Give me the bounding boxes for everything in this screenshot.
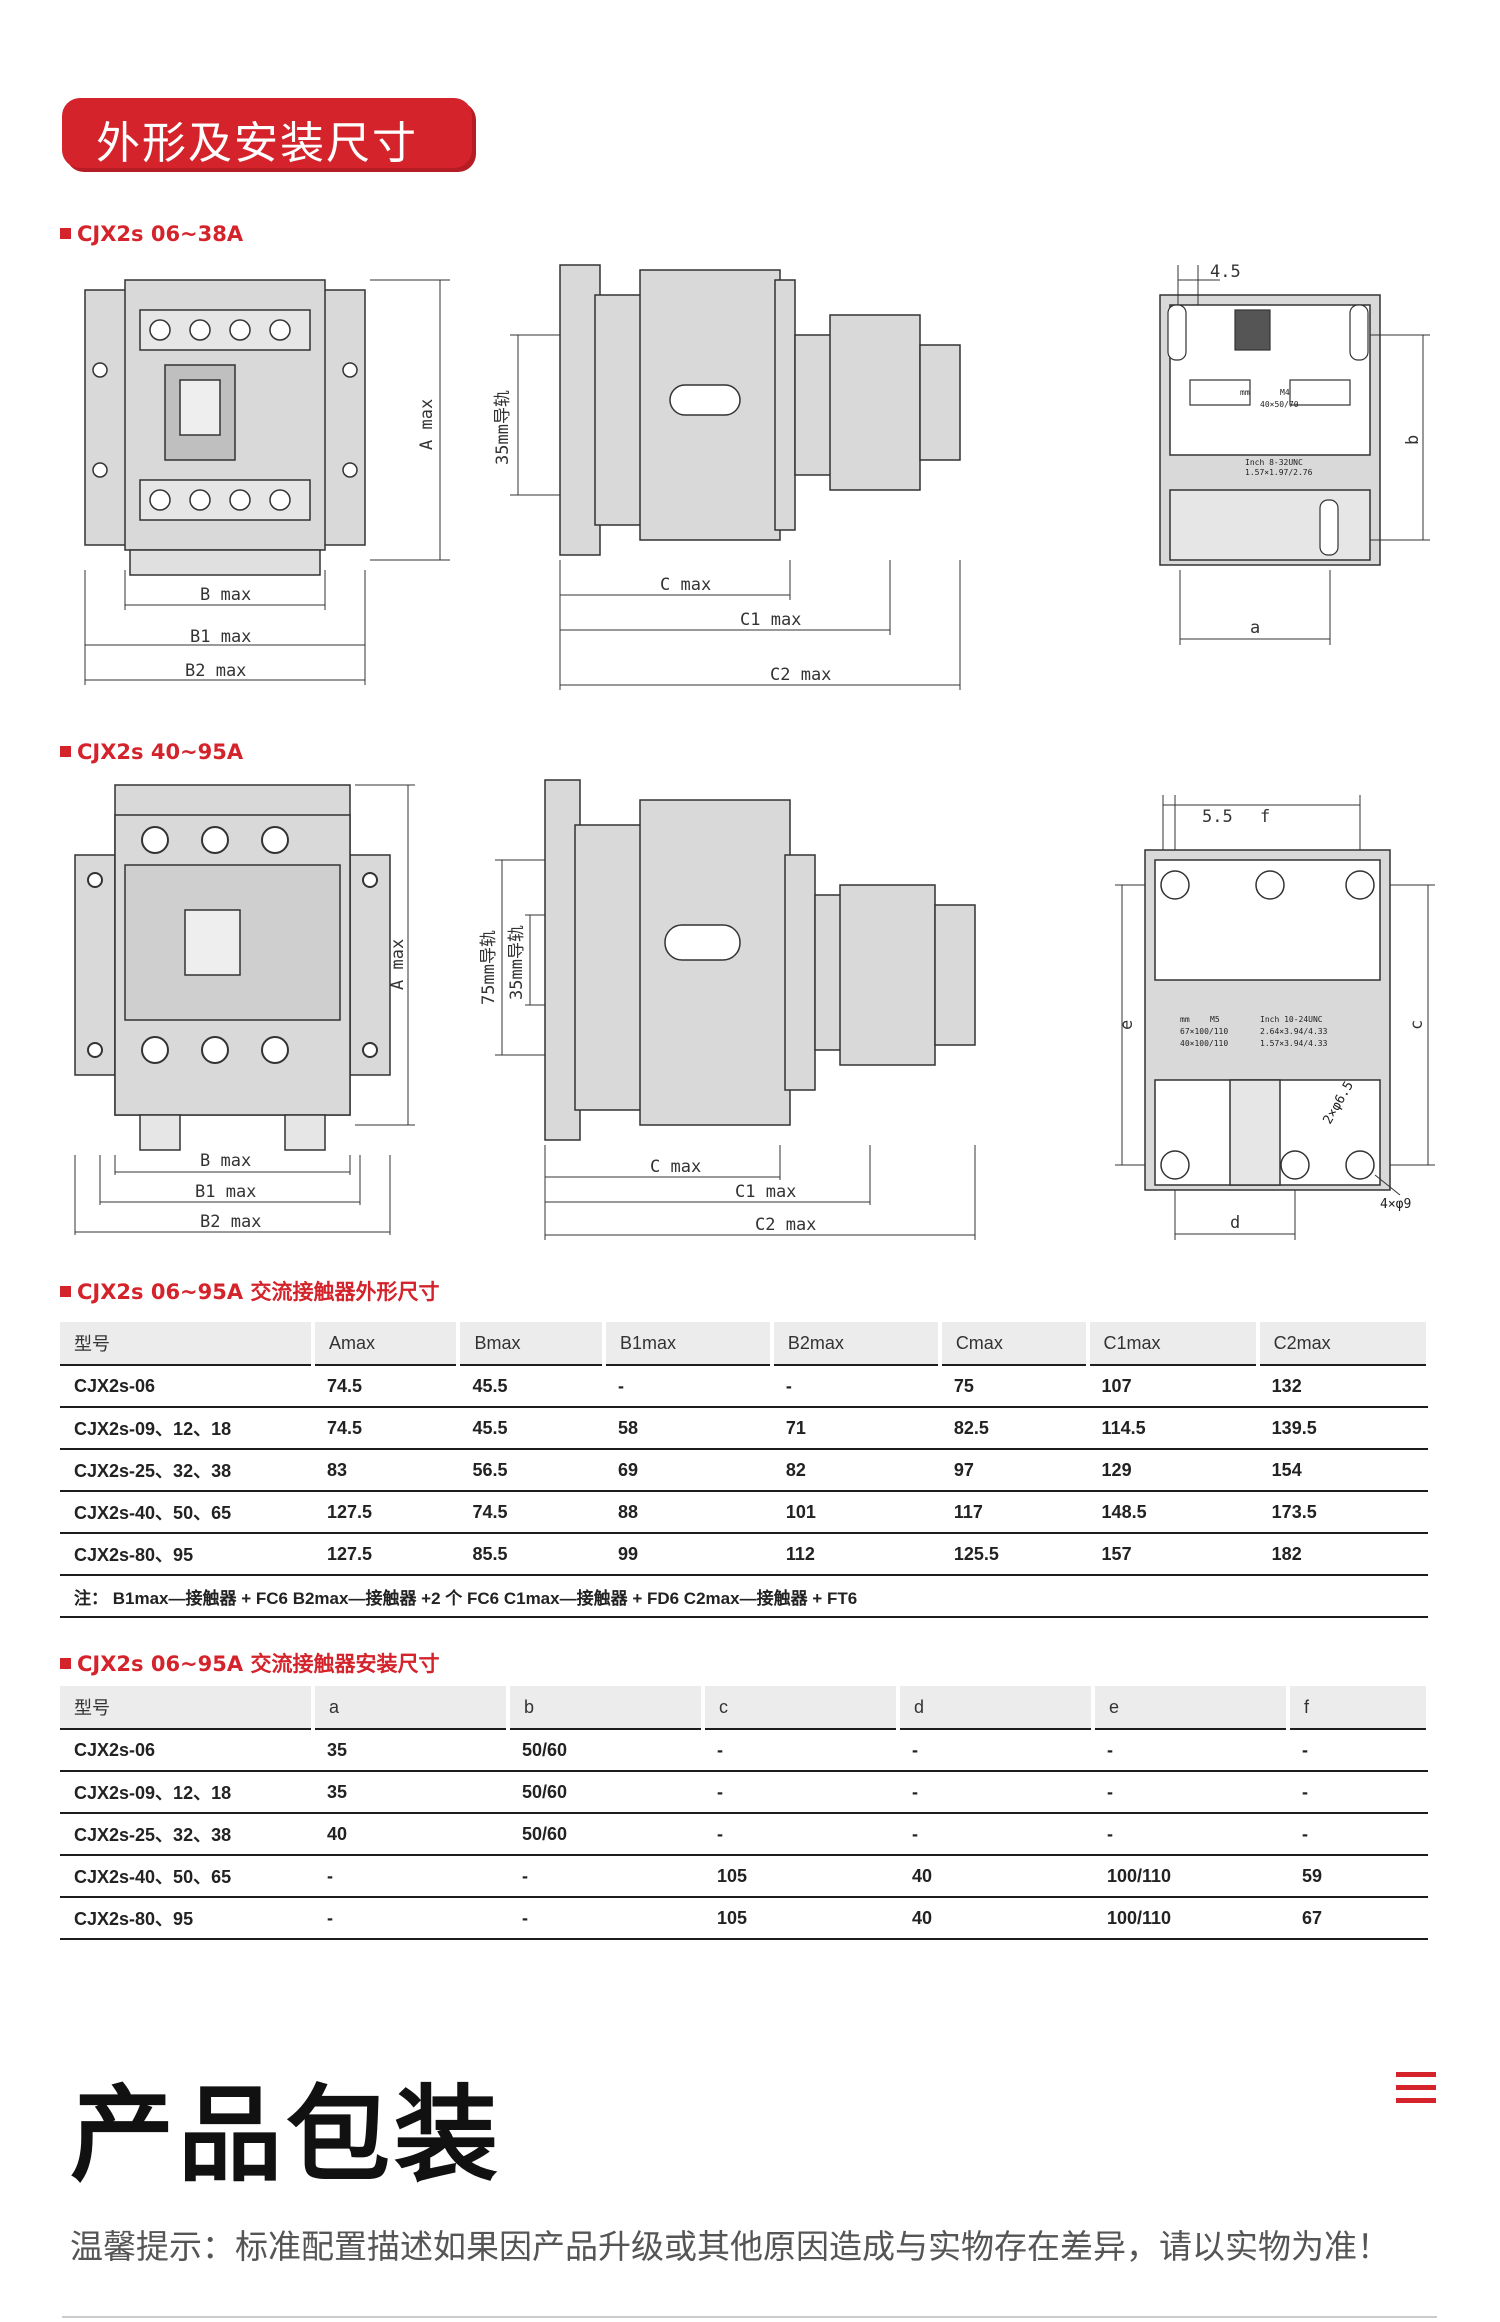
- packaging-tip: 温馨提示：标准配置描述如果因产品升级或其他原因造成与实物存在差异，请以实物为准！: [70, 2227, 1390, 2266]
- table-header: 型号: [60, 1686, 315, 1729]
- mount-mm: mm: [1240, 388, 1250, 397]
- dim-f: f: [1260, 807, 1270, 827]
- table-header: b: [508, 1686, 705, 1729]
- table1-label: CJX2s 06~95A 交流接触器外形尺寸: [60, 1276, 439, 1306]
- table-header-row: 型号 Amax Bmax B1max B2max Cmax C1max C2ma…: [60, 1322, 1431, 1365]
- bullet-square-icon: [60, 228, 71, 239]
- section1-label: CJX2s 06~38A: [60, 222, 243, 246]
- m-r2a: 40×100/110: [1180, 1039, 1228, 1048]
- mount-inch: Inch 8-32UNC: [1245, 458, 1303, 467]
- mount-m4: M4: [1280, 388, 1290, 397]
- dim-b2-max: B2 max: [185, 661, 246, 681]
- mount-inch-val: 1.57×1.97/2.76: [1245, 468, 1313, 477]
- table-header: c: [703, 1686, 900, 1729]
- section-title-badge: 外形及安装尺寸: [62, 98, 472, 169]
- menu-icon[interactable]: [1396, 2072, 1436, 2110]
- dim-b2-max-2: B2 max: [200, 1212, 261, 1232]
- dim-rail-35: 35mm导轨: [493, 390, 513, 465]
- table-header: Amax: [313, 1322, 461, 1365]
- m-mm: mm: [1180, 1015, 1190, 1024]
- table-header: B2max: [771, 1322, 942, 1365]
- table-header: C2max: [1257, 1322, 1431, 1365]
- dim-a-max: A max: [417, 399, 437, 450]
- section2-label: CJX2s 40~95A: [60, 740, 243, 764]
- dim-b1-max-2: B1 max: [195, 1182, 256, 1202]
- mount-mm-val: 40×50/70: [1260, 400, 1299, 409]
- section-title: 外形及安装尺寸: [96, 118, 418, 169]
- dim-b-max-2: B max: [200, 1151, 251, 1171]
- bullet-square-icon: [60, 1658, 71, 1669]
- dim-c1-max: C1 max: [740, 610, 801, 630]
- dim-rail-75: 75mm导轨: [479, 930, 499, 1005]
- table-header: e: [1093, 1686, 1290, 1729]
- dim-a-max-2: A max: [388, 939, 408, 990]
- dim-c2-max-2: C2 max: [755, 1215, 816, 1235]
- packaging-title: 产品包装: [70, 2074, 503, 2196]
- m-inch: Inch 10-24UNC: [1260, 1015, 1323, 1024]
- table-header: C1max: [1087, 1322, 1260, 1365]
- drawing-mount-view-small: mm M4 40×50/70 Inch 8-32UNC 1.57×1.97/2.…: [1140, 255, 1440, 655]
- dim-c1-max-2: C1 max: [735, 1182, 796, 1202]
- drawing-side-view-small: 35mm导轨 C max C1 max C2 max: [490, 255, 1090, 695]
- dim-e: e: [1117, 1020, 1137, 1030]
- drawing-mount-view-large: mm M5 Inch 10-24UNC 67×100/110 2.64×3.94…: [1110, 790, 1440, 1245]
- drawing-front-view-large: B max B1 max B2 max A max: [70, 780, 430, 1240]
- dim-top-offset-small: 4.5: [1210, 262, 1241, 282]
- dim-c-max: C max: [660, 575, 711, 595]
- m-r1b: 2.64×3.94/4.33: [1260, 1027, 1328, 1036]
- table-header: Cmax: [939, 1322, 1090, 1365]
- dim-b-max: B max: [200, 585, 251, 605]
- m-r2b: 1.57×3.94/4.33: [1260, 1039, 1328, 1048]
- bullet-square-icon: [60, 1286, 71, 1297]
- outline-dimension-table: 型号 Amax Bmax B1max B2max Cmax C1max C2ma…: [60, 1322, 1431, 1618]
- m-r1a: 67×100/110: [1180, 1027, 1228, 1036]
- table-header: a: [313, 1686, 510, 1729]
- table-note: 注： B1max—接触器 + FC6 B2max—接触器 +2 个 FC6 C1…: [60, 1575, 1428, 1618]
- table-header: Bmax: [458, 1322, 606, 1365]
- drawing-side-view-large: 75mm导轨 35mm导轨 C max C1 max C2 max: [470, 775, 1070, 1245]
- dim-rail-35-2: 35mm导轨: [507, 925, 527, 1000]
- table-header: f: [1288, 1686, 1430, 1729]
- dim-c: c: [1407, 1020, 1427, 1030]
- dim-c2-max: C2 max: [770, 665, 831, 685]
- drawing-front-view-small: B max B1 max B2 max A max: [70, 270, 460, 690]
- divider: [62, 2316, 1437, 2318]
- dim-top-offset-large: 5.5: [1202, 807, 1233, 827]
- dim-a: a: [1250, 618, 1260, 638]
- dim-b: b: [1403, 435, 1423, 445]
- bullet-square-icon: [60, 746, 71, 757]
- dim-c-max-2: C max: [650, 1157, 701, 1177]
- dim-d: d: [1230, 1213, 1240, 1233]
- table2-label: CJX2s 06~95A 交流接触器安装尺寸: [60, 1648, 439, 1678]
- table-note-row: 注： B1max—接触器 + FC6 B2max—接触器 +2 个 FC6 C1…: [60, 1575, 1428, 1618]
- dim-hole2: 4×φ9: [1380, 1197, 1411, 1212]
- table-header: d: [898, 1686, 1095, 1729]
- table-header: 型号: [60, 1322, 315, 1365]
- table-header-row: 型号 a b c d e f: [60, 1686, 1430, 1729]
- table-header: B1max: [603, 1322, 774, 1365]
- dim-b1-max: B1 max: [190, 627, 251, 647]
- m-m5: M5: [1210, 1015, 1220, 1024]
